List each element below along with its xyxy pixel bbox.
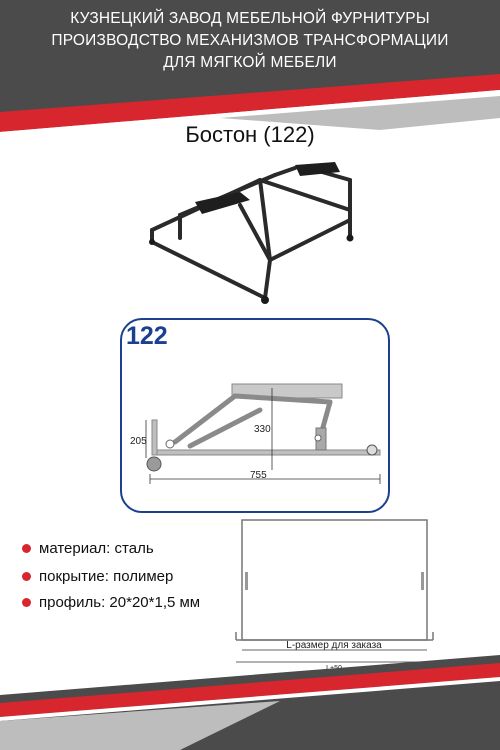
- plan-view-drawing: L-размер для заказа L+50: [235, 519, 434, 672]
- header-line-1: КУЗНЕЦКИЙ ЗАВОД МЕБЕЛЬНОЙ ФУРНИТУРЫ: [70, 10, 430, 27]
- spec-profile: профиль: 20*20*1,5 мм: [22, 594, 200, 611]
- company-header: КУЗНЕЦКИЙ ЗАВОД МЕБЕЛЬНОЙ ФУРНИТУРЫ ПРОИ…: [0, 8, 500, 74]
- bullet-icon: [22, 544, 31, 553]
- dimension-330: 330: [254, 424, 271, 435]
- header-banner: [0, 0, 500, 135]
- dimension-205: 205: [130, 436, 147, 447]
- spec-card: [120, 318, 390, 513]
- bullet-icon: [22, 572, 31, 581]
- dimension-755: 755: [250, 470, 267, 481]
- spec-coating: покрытие: полимер: [22, 568, 173, 585]
- plan-size-label: L-размер для заказа: [286, 640, 382, 651]
- header-line-3: ДЛЯ МЯГКОЙ МЕБЕЛИ: [163, 54, 337, 71]
- spec-profile-label: профиль: 20*20*1,5 мм: [39, 594, 201, 611]
- spec-material: материал: сталь: [22, 540, 154, 557]
- mechanism-drawing: 205 330 755: [130, 383, 381, 484]
- bullet-icon: [22, 598, 31, 607]
- product-title: Бостон (122): [185, 122, 315, 147]
- spec-coating-label: покрытие: полимер: [39, 568, 174, 585]
- model-number: 122: [126, 322, 168, 350]
- footer-banner: [0, 655, 500, 750]
- header-line-2: ПРОИЗВОДСТВО МЕХАНИЗМОВ ТРАНСФОРМАЦИИ: [51, 32, 449, 49]
- spec-material-label: материал: сталь: [39, 540, 154, 557]
- frame-product-image: [149, 162, 354, 304]
